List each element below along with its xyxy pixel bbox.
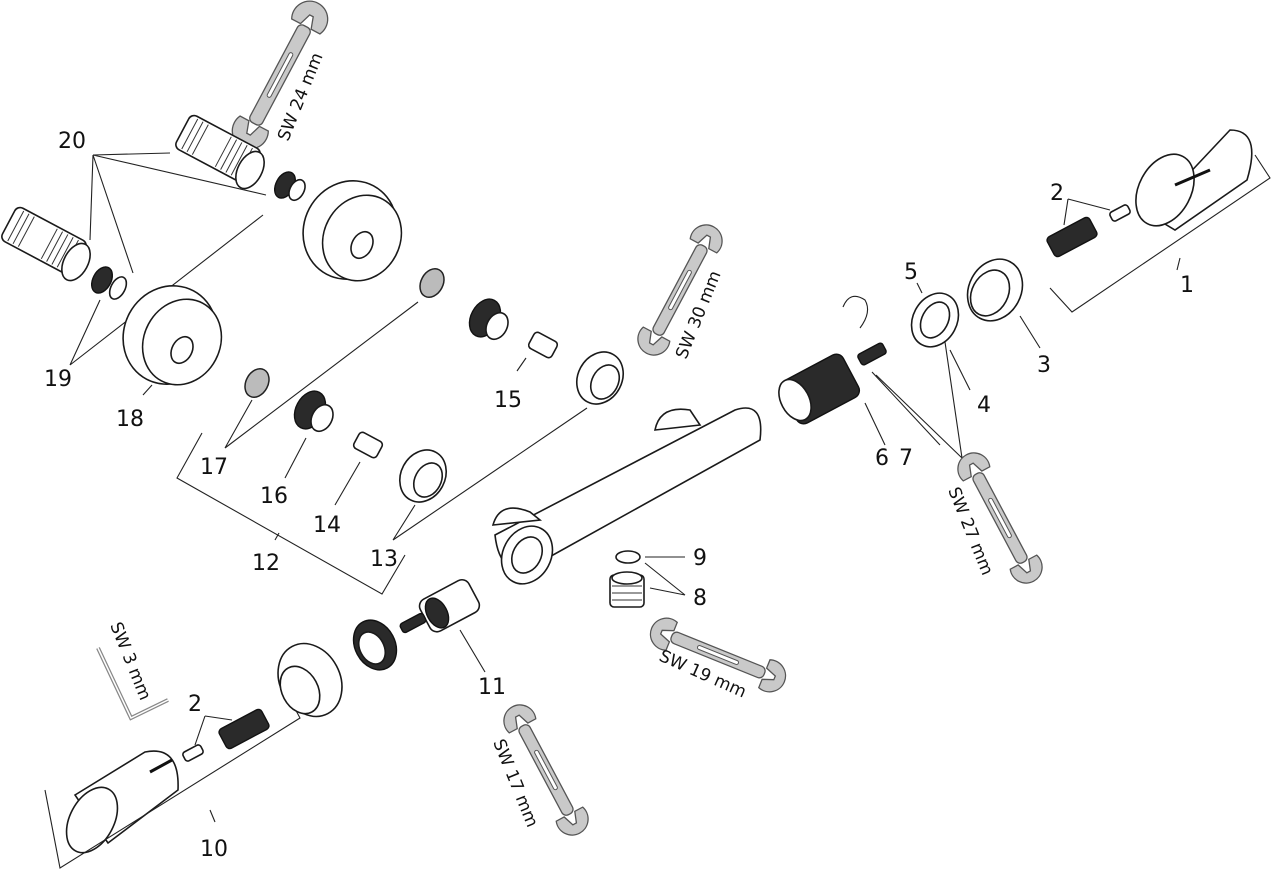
stop-ring xyxy=(966,258,1024,322)
wrench-sw24-icon xyxy=(231,0,329,150)
part-label-18: 18 xyxy=(116,407,144,432)
hex-key-sw3-icon xyxy=(96,647,169,721)
part-label-2-right: 2 xyxy=(1050,181,1064,206)
filter-screen-lower xyxy=(244,368,270,398)
part-label-8: 8 xyxy=(693,586,707,611)
part-label-19: 19 xyxy=(44,367,72,392)
retaining-clip xyxy=(842,295,869,329)
part-label-1: 1 xyxy=(1180,273,1194,298)
part-label-9: 9 xyxy=(693,546,707,571)
part-label-20: 20 xyxy=(58,129,86,154)
check-valve-housing-lower xyxy=(293,390,334,433)
filter-screen-upper xyxy=(419,268,445,298)
spline-adapter-left xyxy=(182,708,270,762)
check-valve-upper xyxy=(527,331,559,359)
wrench-sw27-icon xyxy=(957,452,1043,584)
wrench-sw30-icon xyxy=(637,224,723,356)
fitting-upper xyxy=(175,114,306,202)
sleeve-ring xyxy=(910,292,960,348)
threaded-adapter xyxy=(609,571,645,608)
wrench-sw17-icon xyxy=(503,704,589,836)
part-label-2-left: 2 xyxy=(188,692,202,717)
part-label-10: 10 xyxy=(200,837,228,862)
check-valve-housing-upper xyxy=(468,298,509,341)
union-nut-lower xyxy=(399,449,447,503)
rosette-lower xyxy=(122,285,223,386)
part-label-16: 16 xyxy=(260,484,288,509)
part-label-7: 7 xyxy=(899,446,913,471)
o-ring xyxy=(615,550,641,564)
part-label-17: 17 xyxy=(200,455,228,480)
part-label-11: 11 xyxy=(478,675,506,700)
handle-left xyxy=(65,750,179,854)
shutoff-cartridge xyxy=(399,578,481,634)
fitting-lower xyxy=(1,206,128,300)
part-label-14: 14 xyxy=(313,513,341,538)
rosette-upper xyxy=(302,180,403,282)
part-label-3: 3 xyxy=(1037,353,1051,378)
cartridge-housing-left xyxy=(277,642,343,718)
part-label-4: 4 xyxy=(977,393,991,418)
spline-adapter-right xyxy=(1046,204,1131,258)
part-label-12: 12 xyxy=(252,551,280,576)
tool-label-sw3: SW 3 mm xyxy=(105,619,154,703)
part-label-15: 15 xyxy=(494,388,522,413)
handle-right xyxy=(1135,129,1253,231)
wrench-sw19-icon xyxy=(649,617,787,693)
part-label-5: 5 xyxy=(904,260,918,285)
part-label-13: 13 xyxy=(370,547,398,572)
union-nut-upper xyxy=(576,351,624,405)
thermostat-cartridge xyxy=(778,342,887,425)
part-label-6: 6 xyxy=(875,446,889,471)
check-valve-lower xyxy=(352,431,384,459)
thermostat-body xyxy=(491,407,762,585)
nut-left xyxy=(352,619,398,671)
